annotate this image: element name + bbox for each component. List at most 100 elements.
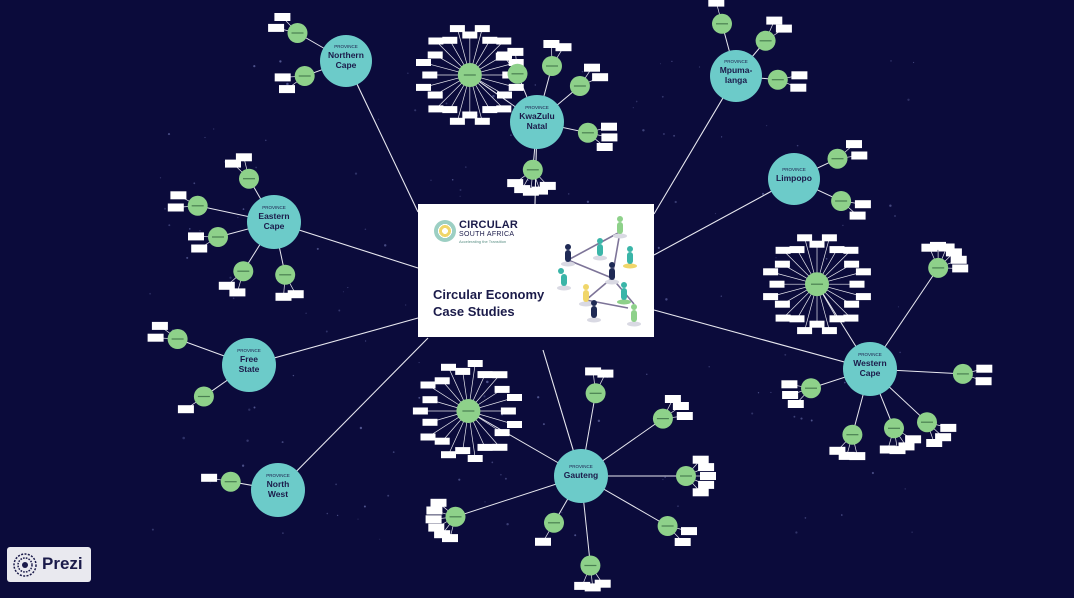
province-node (251, 463, 305, 517)
province-link (248, 317, 419, 366)
case-study-box (412, 407, 428, 415)
case-study-box (449, 25, 465, 33)
case-study-box (898, 442, 915, 451)
case-study-box (543, 40, 560, 48)
case-study-box (449, 117, 465, 125)
sector-label-mark (171, 338, 184, 340)
province-node (247, 195, 301, 249)
case-study-box (434, 437, 450, 445)
star (326, 512, 329, 515)
case-study-box (170, 191, 187, 200)
star (347, 287, 349, 289)
case-study-box (477, 443, 493, 451)
logo-tagline: Accelerating the Transition (459, 239, 507, 244)
sector-label-mark (243, 178, 255, 180)
center-card[interactable]: CIRCULAR SOUTH AFRICA Accelerating the T… (418, 204, 654, 337)
province-label: PROVINCE (262, 205, 286, 210)
province-name: Cape (264, 221, 285, 231)
star (871, 471, 875, 475)
prezi-badge[interactable]: Prezi (7, 547, 91, 582)
sector-label-mark (661, 525, 674, 527)
star (451, 179, 454, 181)
case-study-box (507, 421, 522, 428)
case-study-box (455, 447, 471, 455)
province-node (320, 35, 372, 87)
sector-label-mark (811, 283, 823, 285)
province-label: PROVINCE (858, 352, 882, 357)
sector-label-mark (298, 75, 311, 77)
case-study-box (601, 122, 617, 131)
star (392, 451, 395, 453)
case-study-box (774, 260, 790, 268)
province-name: Cape (860, 368, 881, 378)
case-study-box (829, 315, 845, 323)
case-study-box (789, 246, 805, 254)
star (379, 538, 381, 540)
star (586, 200, 590, 203)
case-study-box (574, 581, 591, 590)
sector-label-mark (573, 85, 586, 87)
case-study-box (514, 185, 531, 194)
case-study-box (430, 498, 447, 507)
star (335, 483, 337, 486)
star (913, 61, 915, 64)
case-study-box (774, 300, 790, 308)
star (364, 340, 367, 342)
case-study-box (497, 51, 512, 59)
province-link (345, 60, 419, 213)
case-study-box (167, 203, 184, 212)
province-label: PROVINCE (237, 348, 261, 353)
case-study-box (275, 292, 292, 301)
star (483, 395, 486, 398)
sector-label-mark (526, 169, 539, 171)
star (405, 304, 407, 306)
star (899, 351, 901, 354)
case-study-box (201, 473, 218, 482)
star (825, 257, 828, 260)
star (561, 512, 563, 514)
case-study-box (416, 83, 431, 91)
star (241, 464, 245, 467)
case-study-box (844, 300, 860, 308)
sector-label-mark (846, 434, 859, 436)
case-study-box (945, 248, 962, 257)
sector-label-mark (921, 421, 933, 423)
star (458, 478, 461, 481)
case-study-box (268, 23, 285, 32)
star (642, 129, 645, 132)
sector-label-mark (656, 418, 669, 420)
case-study-box (844, 260, 860, 268)
province-name: North (267, 479, 290, 489)
case-study-box (274, 73, 291, 82)
province-link (653, 309, 871, 370)
star (527, 179, 529, 182)
province-link (277, 337, 429, 491)
case-study-box (601, 133, 618, 142)
case-study-box (428, 105, 444, 113)
logo-title: CIRCULAR (459, 219, 519, 231)
case-study-box (287, 290, 304, 299)
star (720, 136, 723, 138)
star (282, 532, 284, 534)
case-study-box (921, 243, 938, 252)
star (484, 501, 486, 503)
case-study-box (940, 423, 957, 432)
case-study-box (420, 381, 436, 389)
star (793, 415, 796, 418)
case-study-box (274, 13, 291, 21)
case-study-box (584, 63, 600, 72)
sector-label-mark (581, 132, 594, 134)
star (213, 128, 215, 130)
star (840, 514, 843, 516)
case-study-box (926, 439, 943, 447)
case-study-box (775, 246, 791, 254)
star (430, 179, 432, 181)
star (407, 72, 409, 74)
sector-label-mark (212, 236, 224, 238)
people-network-illustration (557, 216, 641, 327)
case-study-box (935, 433, 952, 442)
star (383, 244, 387, 247)
case-study-box (855, 293, 871, 301)
star (342, 291, 344, 293)
prezi-label: Prezi (42, 554, 83, 573)
